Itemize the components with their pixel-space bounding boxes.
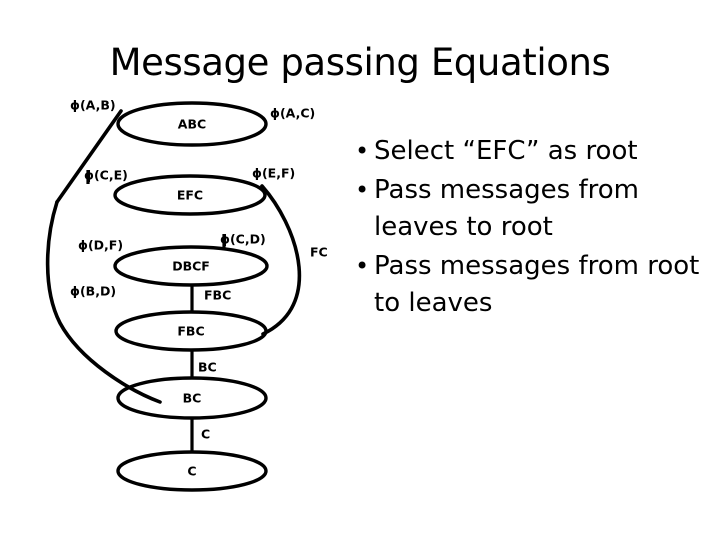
right-sweep-curve — [260, 184, 302, 336]
potential-label-phi-ef: ϕ(E,F) — [252, 166, 295, 181]
node-dbcf[interactable]: DBCF — [113, 245, 269, 287]
node-efc[interactable]: EFC — [113, 174, 267, 216]
bullet-text: Select “EFC” as root — [374, 136, 638, 166]
bullet-text: Pass messages from leaves to root — [374, 175, 639, 242]
potential-label-fc: FC — [310, 245, 328, 260]
list-item[interactable]: • Pass messages from leaves to root — [352, 172, 702, 246]
node-fbc[interactable]: FBC — [114, 310, 268, 352]
bullet-marker-icon: • — [355, 137, 370, 165]
node-c-label: C — [187, 464, 196, 479]
list-item[interactable]: • Pass messages from root to leaves — [352, 248, 702, 322]
node-fbc-shape — [114, 310, 268, 352]
potential-label-phi-bd: ϕ(B,D) — [70, 284, 116, 299]
potential-label-phi-ce: ϕ(C,E) — [84, 168, 128, 183]
list-item[interactable]: • Select “EFC” as root — [352, 133, 702, 170]
node-bc[interactable]: BC — [116, 376, 268, 420]
potential-label-phi-ac: ϕ(A,C) — [270, 106, 315, 121]
separator-label-c: C — [201, 427, 210, 442]
node-dbcf-label: DBCF — [172, 259, 210, 274]
junction-tree-diagram: ABC EFC DBCF FBC BC C — [45, 98, 328, 492]
node-abc[interactable]: ABC — [116, 101, 268, 147]
separator-label-bc: BC — [198, 360, 217, 375]
node-c-shape — [116, 450, 268, 492]
node-bc-shape — [116, 376, 268, 420]
bullet-marker-icon: • — [355, 176, 370, 204]
potential-label-phi-cd: ϕ(C,D) — [220, 232, 266, 247]
separator-label-fbc: FBC — [204, 288, 231, 303]
node-efc-shape — [113, 174, 267, 216]
node-abc-shape — [116, 101, 268, 147]
node-abc-label: ABC — [178, 117, 206, 132]
node-dbcf-shape — [113, 245, 269, 287]
potential-label-phi-df: ϕ(D,F) — [78, 238, 123, 253]
node-efc-label: EFC — [177, 188, 203, 203]
bullet-text: Pass messages from root to leaves — [374, 251, 700, 318]
node-bc-label: BC — [183, 391, 202, 406]
left-sweep-curve — [45, 200, 162, 404]
page-title: Message passing Equations — [109, 41, 611, 84]
left-sweep-upper-line — [55, 109, 123, 204]
node-fbc-label: FBC — [177, 324, 204, 339]
potential-label-phi-ab: ϕ(A,B) — [70, 98, 116, 113]
bullet-list: • Select “EFC” as root • Pass messages f… — [352, 133, 702, 324]
bullet-marker-icon: • — [355, 252, 370, 280]
node-c[interactable]: C — [116, 450, 268, 492]
